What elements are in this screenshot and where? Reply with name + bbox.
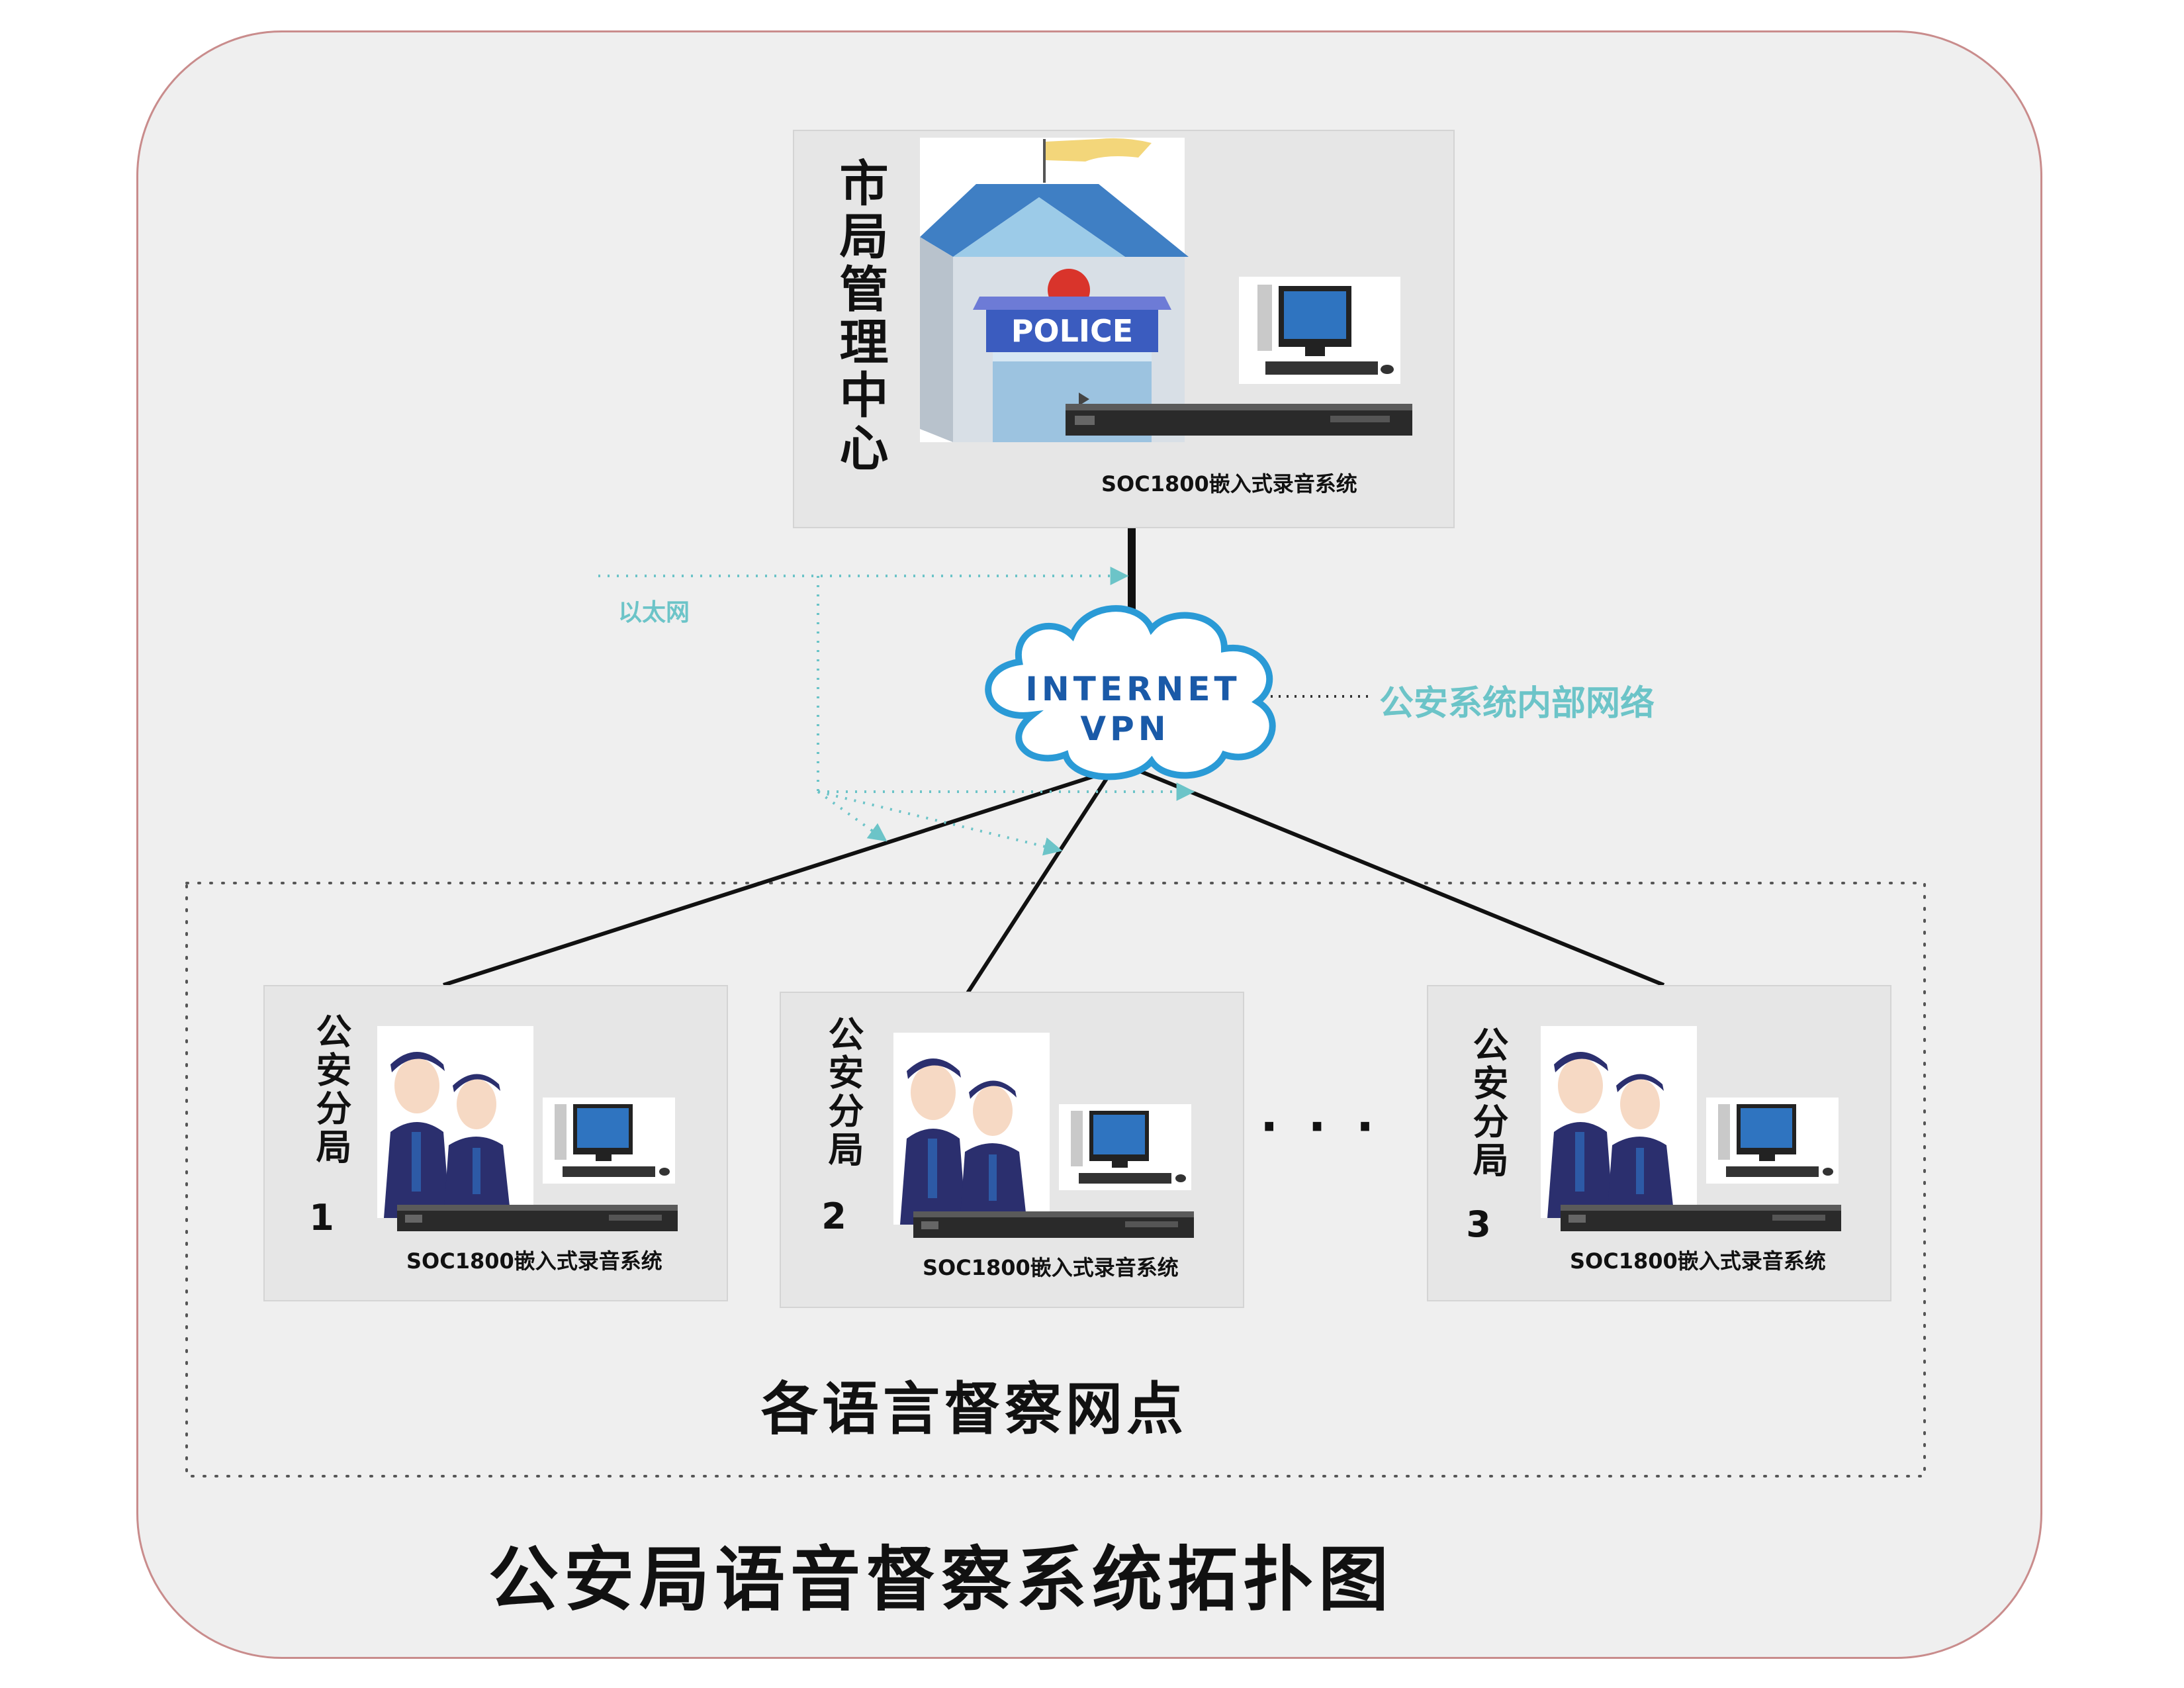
recorder-device	[913, 1211, 1194, 1238]
link-branch-3	[1137, 769, 1665, 987]
branch-3-device-caption: SOC1800嵌入式录音系统	[1570, 1248, 1826, 1274]
computer-icon	[1059, 1104, 1191, 1190]
flag-icon	[1046, 138, 1152, 162]
ethernet-label: 以太网	[618, 599, 690, 626]
officer-female-icon	[1607, 1074, 1674, 1218]
police-sign	[986, 310, 1158, 352]
hq-panel: 市局管理中心 POLICE	[793, 130, 1455, 528]
diagram-title: 公安局语音督察系统拓扑图	[488, 1539, 1394, 1620]
branch-3-name: 公安分局	[1467, 1026, 1508, 1180]
cloud-label-line1: INTERNET	[1025, 670, 1240, 708]
computer-icon	[543, 1098, 675, 1184]
police-sign-text: POLICE	[1011, 313, 1133, 349]
branch-2-device-caption: SOC1800嵌入式录音系统	[923, 1255, 1179, 1280]
branch-2-name: 公安分局	[822, 1015, 864, 1169]
branch-group-border	[185, 882, 1926, 1477]
internet-cloud: INTERNET VPN	[985, 605, 1276, 780]
branch-panel-2: 公安分局 2 SOC1800嵌入式录音系统	[780, 992, 1244, 1308]
branch-3-number: 3	[1466, 1203, 1491, 1245]
computer-icon	[1706, 1098, 1839, 1184]
link-branch-2	[966, 769, 1114, 994]
recorder-device	[397, 1205, 678, 1231]
hq-device-caption: SOC1800嵌入式录音系统	[1101, 471, 1357, 496]
recorder-device	[1561, 1205, 1841, 1231]
officer-female-icon	[960, 1080, 1027, 1225]
ellipsis: · · ·	[1260, 1099, 1381, 1154]
cloud-label-line2: VPN	[1080, 710, 1169, 748]
hq-illustration: POLICE	[920, 138, 1412, 442]
branch-panel-3: 公安分局 3 SOC1800嵌入式录音系统	[1427, 985, 1891, 1301]
internal-network-label: 公安系统内部网络	[1379, 684, 1655, 724]
branch-1-device-caption: SOC1800嵌入式录音系统	[406, 1248, 662, 1274]
officer-male-icon	[1547, 1052, 1614, 1218]
group-label: 各语言督察网点	[761, 1376, 1187, 1442]
branch-1-number: 1	[309, 1197, 334, 1239]
ethernet-paths	[598, 567, 1195, 856]
recorder-device	[1066, 404, 1412, 436]
computer-icon	[1239, 277, 1400, 384]
officer-male-icon	[384, 1052, 450, 1218]
officer-female-icon	[443, 1074, 511, 1218]
branch-1-illustration	[377, 1026, 678, 1231]
hq-name: 市局管理中心	[831, 158, 888, 475]
branch-1-name: 公安分局	[310, 1013, 351, 1166]
branch-3-illustration	[1541, 1026, 1841, 1231]
branch-2-illustration	[893, 1033, 1194, 1238]
branch-panel-1: 公安分局 1 SOC1800嵌入式录音系统	[263, 985, 728, 1301]
branch-2-number: 2	[821, 1196, 846, 1237]
link-branch-1	[443, 769, 1113, 987]
officer-male-icon	[900, 1058, 966, 1225]
